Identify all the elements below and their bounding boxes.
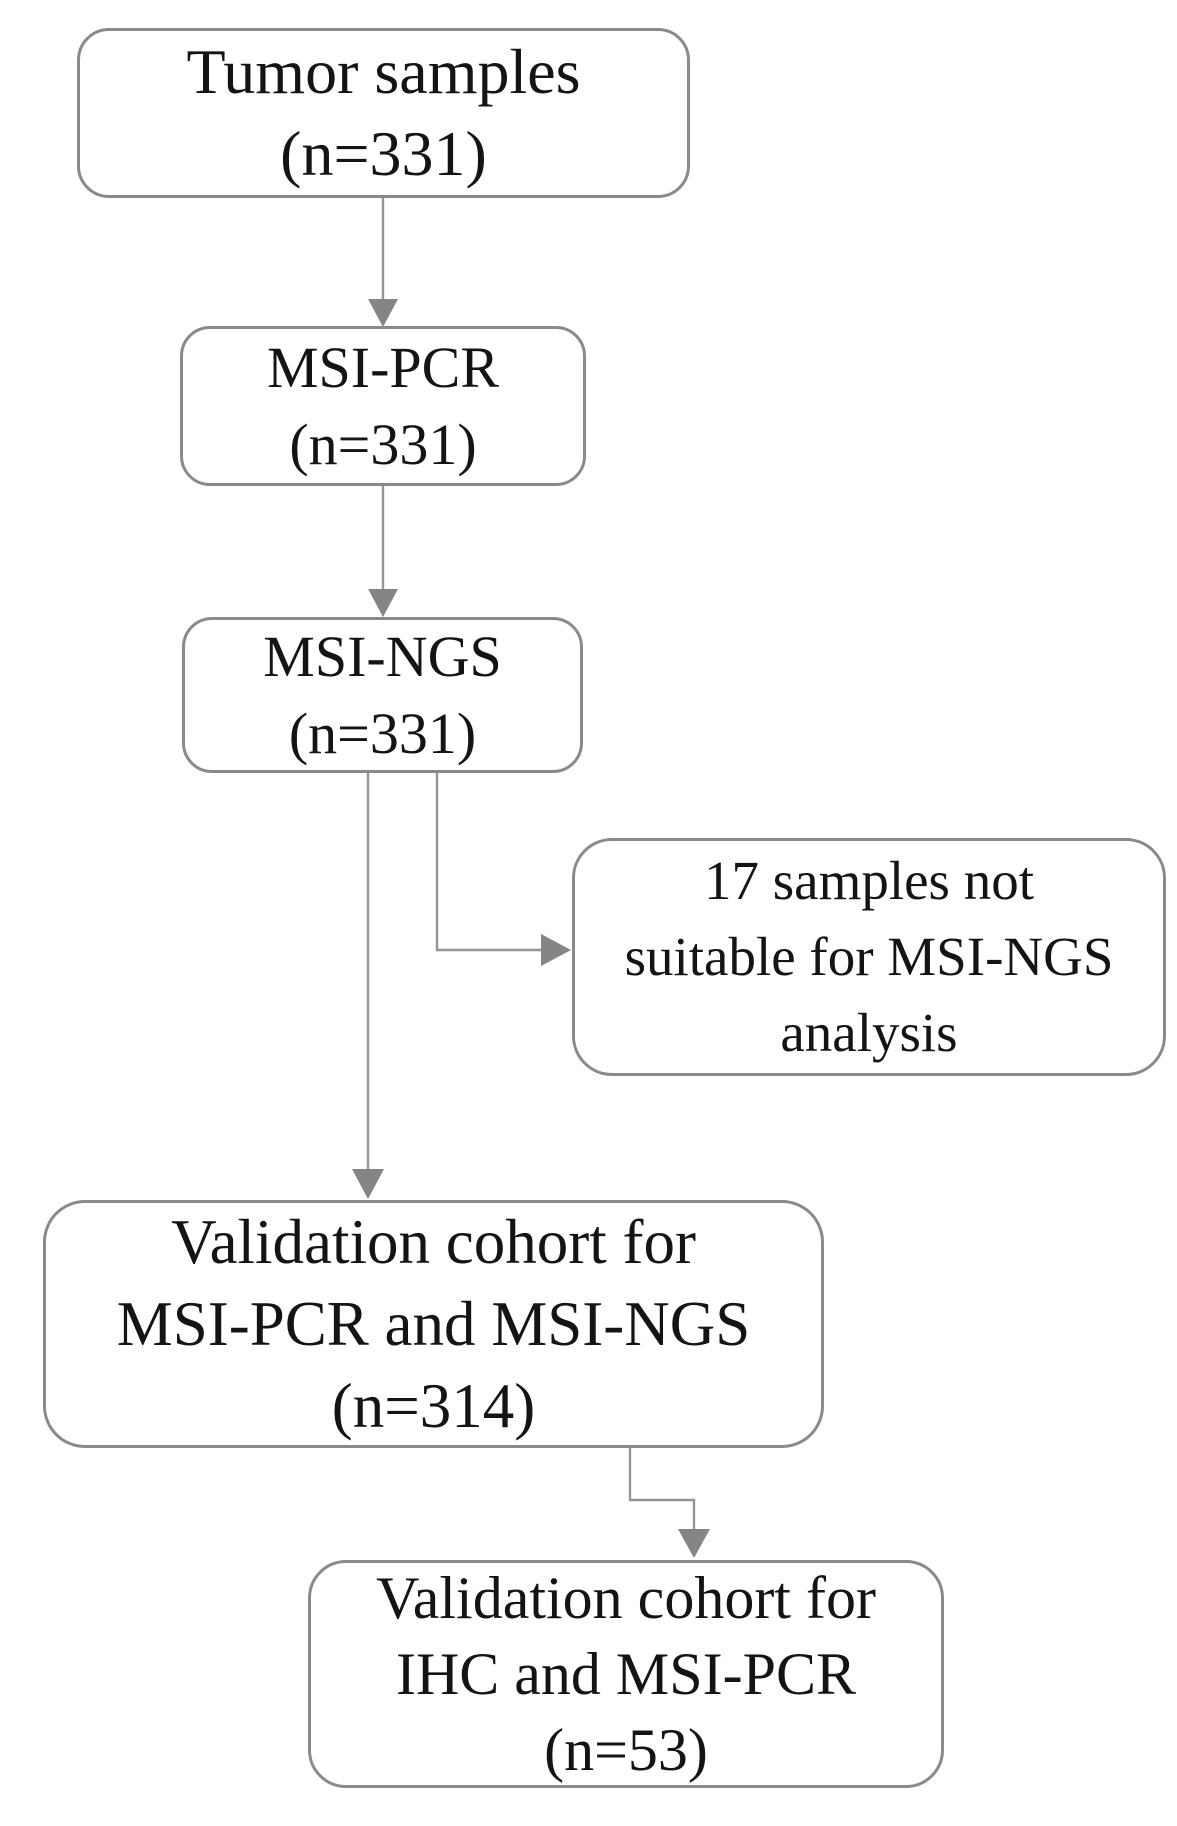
node-line: Tumor samples xyxy=(186,36,581,107)
node-line: MSI-PCR and MSI-NGS xyxy=(116,1289,751,1359)
node-msi-ngs: MSI-NGS (n=331) xyxy=(182,617,583,773)
arrow-msi-ngs-to-validation xyxy=(352,773,384,1199)
arrow-tumor-to-msi-pcr xyxy=(368,198,398,327)
node-line: analysis xyxy=(780,1002,958,1063)
node-count: (n=331) xyxy=(288,701,477,766)
node-line: 17 samples not xyxy=(704,850,1034,911)
node-msi-pcr: MSI-PCR (n=331) xyxy=(180,326,586,486)
node-line: suitable for MSI-NGS xyxy=(624,926,1114,987)
node-line: Validation cohort for xyxy=(376,1565,876,1631)
node-count: (n=53) xyxy=(544,1717,708,1783)
node-excluded-samples: 17 samples not suitable for MSI-NGS anal… xyxy=(572,838,1166,1076)
node-validation-msi-pcr-ngs: Validation cohort for MSI-PCR and MSI-NG… xyxy=(43,1200,824,1448)
arrow-msi-pcr-to-msi-ngs xyxy=(368,486,398,617)
node-tumor-samples: Tumor samples (n=331) xyxy=(77,28,690,198)
node-count: (n=331) xyxy=(280,118,487,189)
node-line: MSI-NGS xyxy=(263,624,502,689)
node-line: IHC and MSI-PCR xyxy=(395,1641,857,1707)
node-line: MSI-PCR xyxy=(266,335,500,400)
arrow-msi-ngs-to-excluded xyxy=(435,773,571,966)
node-count: (n=331) xyxy=(289,412,477,477)
node-line: Validation cohort for xyxy=(171,1207,696,1277)
node-validation-ihc-pcr: Validation cohort for IHC and MSI-PCR (n… xyxy=(308,1560,944,1788)
node-count: (n=314) xyxy=(331,1371,536,1441)
arrow-validation-to-ihc xyxy=(628,1448,710,1558)
